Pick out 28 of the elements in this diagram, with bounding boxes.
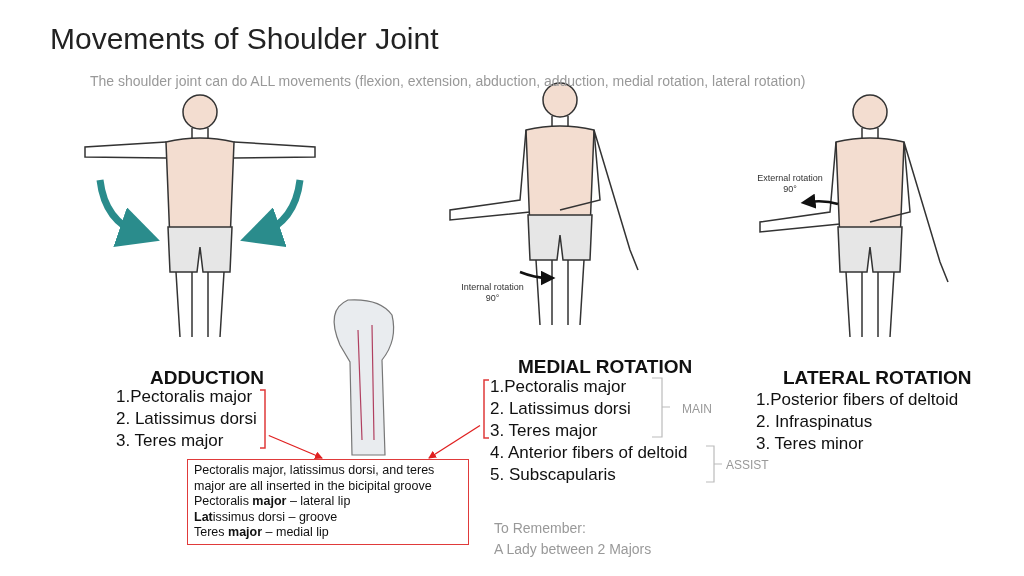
arrow xyxy=(428,424,481,459)
list-item: 4. Anterior fibers of deltoid xyxy=(490,442,688,464)
list-item: 2. Infraspinatus xyxy=(756,411,873,433)
list-item: 5. Subscapularis xyxy=(490,464,616,486)
list-item: 3. Teres major xyxy=(490,420,599,442)
muscle-list xyxy=(116,386,269,452)
section-heading: MEDIAL ROTATION xyxy=(518,355,693,379)
note-text: Latissimus dorsi – groove xyxy=(194,509,339,525)
list-item: 1.Pectoralis major xyxy=(490,376,628,398)
list-item: 1.Posterior fibers of deltoid xyxy=(756,389,959,411)
note-text: To Remember: xyxy=(494,520,586,538)
list-item: 3. Teres minor xyxy=(756,433,864,455)
bracket-label: ASSIST xyxy=(726,458,769,473)
figure-caption: External rotation 90° xyxy=(756,173,824,196)
subtitle: The shoulder joint can do ALL movements (flexion, extension, abduction, adduction, medial rotation, lateral rotation) xyxy=(90,73,806,91)
note-text: Teres major – medial lip xyxy=(194,525,330,541)
arrow xyxy=(268,434,323,459)
slide-title: Movements of Shoulder Joint xyxy=(50,22,439,56)
section-heading: LATERAL ROTATION xyxy=(783,366,972,390)
figure-caption: Internal rotation 90° xyxy=(460,282,525,305)
note-box xyxy=(187,459,469,545)
muscle-list xyxy=(480,376,631,442)
note-text: A Lady between 2 Majors xyxy=(494,541,652,559)
list-item: 2. Latissimus dorsi xyxy=(490,398,631,420)
list-item: 3. Teres major xyxy=(116,430,225,452)
list-item: 2. Latissimus dorsi xyxy=(116,408,257,430)
bracket-label: MAIN xyxy=(682,402,712,417)
note-text: Pectoralis major – lateral lip xyxy=(194,494,352,510)
